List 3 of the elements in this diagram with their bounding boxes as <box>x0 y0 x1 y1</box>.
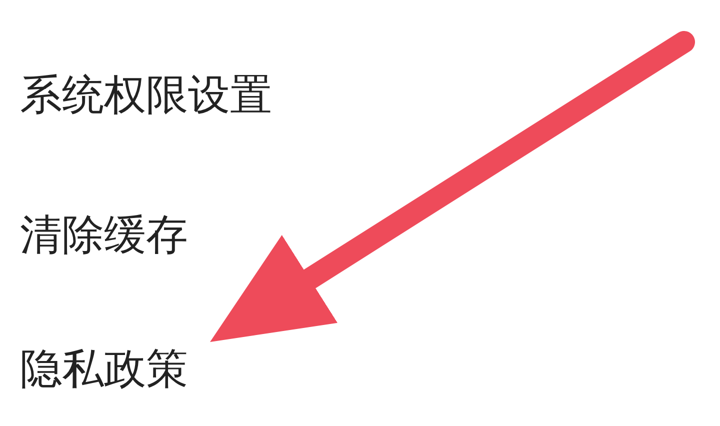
menu-item: 清除缓存 <box>20 210 188 260</box>
menu-item: 隐私政策 <box>20 344 188 394</box>
menu-item: 系统权限设置 <box>20 70 272 120</box>
